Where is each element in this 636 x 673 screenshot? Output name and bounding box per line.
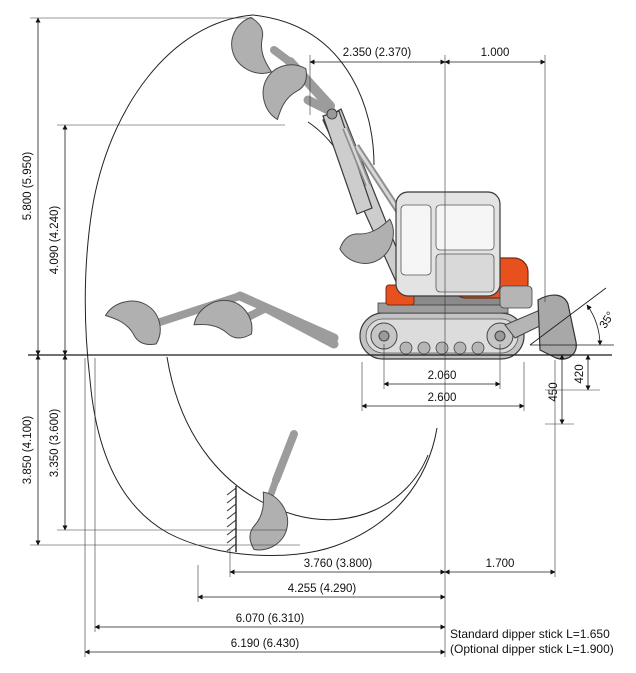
blade-angle-annotation (529, 287, 614, 346)
extension-lines (30, 17, 600, 657)
note-optional-dipper: (Optional dipper stick L=1.900) (450, 642, 614, 656)
dipper-stick-notes: Standard dipper stick L=1.650 (Optional … (450, 627, 614, 656)
dim-2060-label: 2.060 (428, 370, 457, 382)
dim-450-label: 450 (548, 382, 560, 401)
dimension-labels: 2.350 (2.370) 1.000 5.800 (5.950) 4.090 … (22, 47, 617, 650)
working-range-envelope (84, 14, 438, 556)
dim-3350-label: 3.350 (3.600) (49, 409, 61, 478)
bucket-silhouette-digging (249, 491, 289, 551)
bucket-silhouette-upper (262, 64, 307, 121)
boom-pivot-pin (326, 108, 338, 120)
dim-2350-label: 2.350 (2.370) (343, 47, 412, 59)
bucket-silhouette-ground-far (104, 300, 161, 345)
dim-4090-label: 4.090 (4.240) (49, 206, 61, 275)
dim-35deg-label: 35° (598, 310, 618, 331)
dim-1000-label: 1.000 (481, 47, 510, 59)
counterweight (499, 285, 533, 309)
dim-5800-label: 5.800 (5.950) (22, 152, 34, 221)
bucket-silhouette-ground-near (193, 299, 253, 339)
excavator-machine (322, 108, 577, 360)
dim-3850-label: 3.850 (4.100) (22, 416, 34, 485)
dim-4255-label: 4.255 (4.290) (288, 583, 357, 595)
upper-structure (385, 191, 533, 309)
arm-pose-upper (262, 64, 337, 121)
dimension-lines (35, 17, 614, 655)
vertical-wall-hatching (226, 486, 237, 552)
cab-door-panel (435, 253, 495, 293)
envelope-top-curve (252, 14, 375, 166)
cab-front-window (400, 204, 432, 276)
bucket-main (339, 218, 394, 264)
dim-3760-label: 3.760 (3.800) (304, 558, 373, 570)
arm-pose-ground-near (193, 299, 339, 349)
cab-rear-window (435, 204, 495, 251)
dim-6070-label: 6.070 (6.310) (236, 613, 305, 625)
undercarriage-tracks (359, 292, 525, 360)
dim-2600-label: 2.600 (428, 392, 457, 404)
dim-6190-label: 6.190 (6.430) (231, 638, 300, 650)
envelope-outer-curve (84, 14, 438, 556)
dim-420-label: 420 (574, 364, 586, 383)
arm-pose-digging (226, 430, 298, 552)
bucket-silhouette-top (231, 16, 273, 74)
dim-1700-label: 1.700 (486, 558, 515, 570)
envelope-inner-curve (166, 356, 429, 521)
note-standard-dipper: Standard dipper stick L=1.650 (450, 627, 610, 641)
